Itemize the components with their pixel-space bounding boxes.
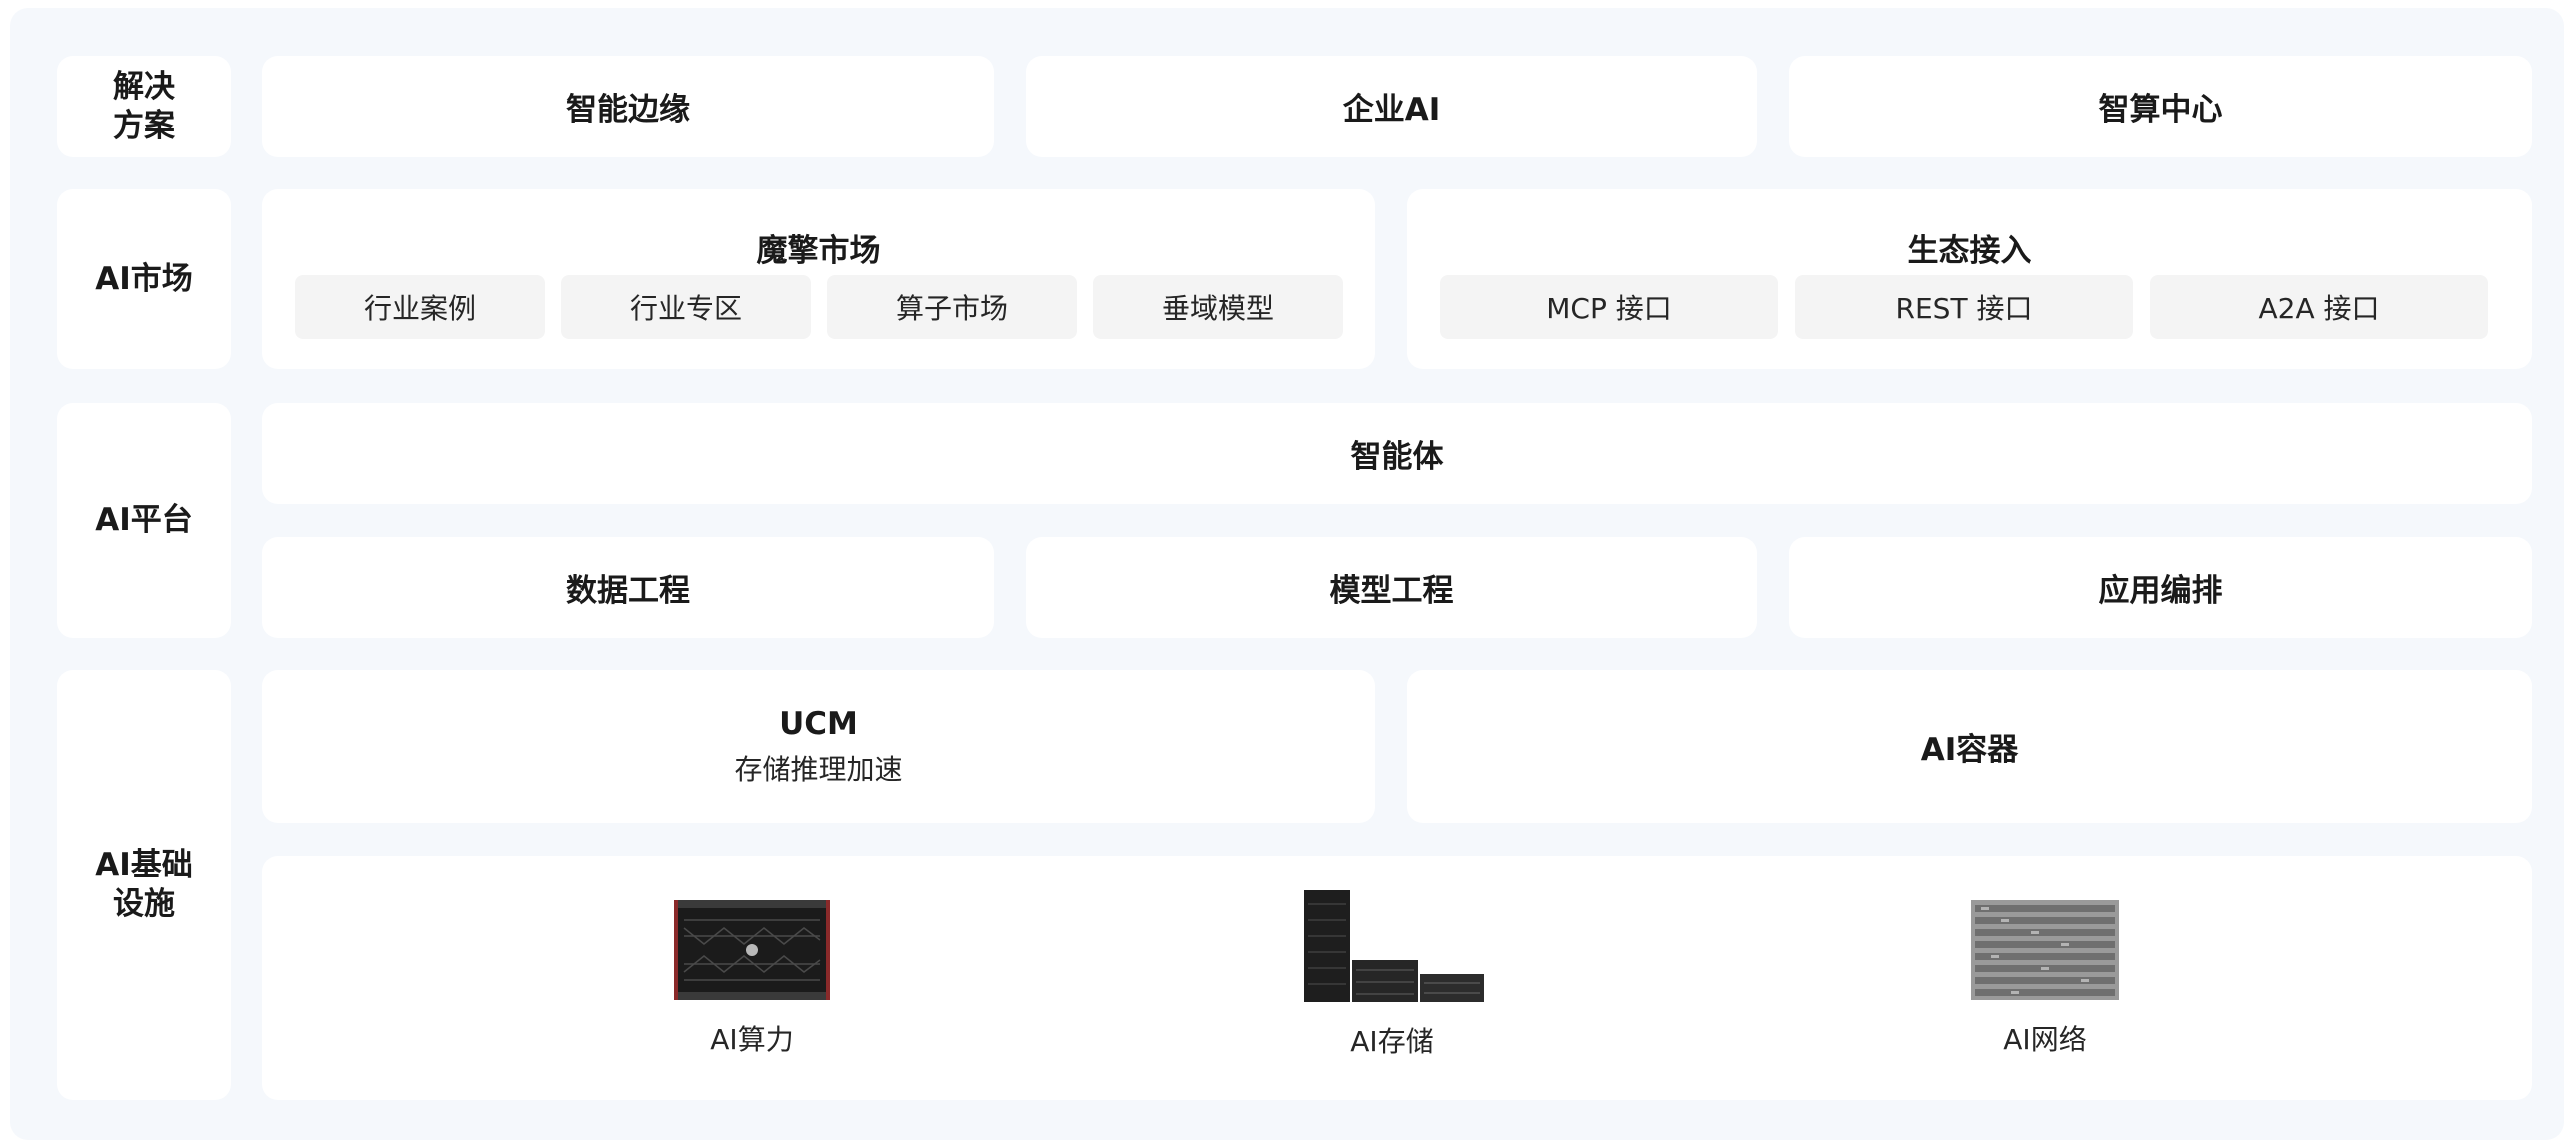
chip-industry-zone[interactable]: 行业专区 xyxy=(561,275,811,339)
solution-enterprise-ai-label: 企业AI xyxy=(1342,92,1441,128)
infra-ai-container-label: AI容器 xyxy=(1920,732,2019,768)
chip-operator-market[interactable]: 算子市场 xyxy=(827,275,1077,339)
hardware-ai-network-label: AI网络 xyxy=(2003,1023,2087,1056)
row-label-infra: AI基础 设施 xyxy=(57,670,231,1100)
solution-edge-label: 智能边缘 xyxy=(566,92,690,128)
infra-ai-container: AI容器 xyxy=(1407,670,2532,823)
infra-ucm: UCM 存储推理加速 xyxy=(262,670,1375,823)
infra-ucm-subtitle: 存储推理加速 xyxy=(734,752,903,786)
compute-server-icon xyxy=(674,900,830,1000)
solution-compute-center: 智算中心 xyxy=(1789,56,2532,157)
hardware-ai-compute-label: AI算力 xyxy=(710,1023,794,1056)
group-moqing-market-title: 魔擎市场 xyxy=(756,233,881,269)
storage-array-icon xyxy=(1304,890,1484,1002)
chip-a2a-interface[interactable]: A2A 接口 xyxy=(2150,275,2488,339)
platform-data-engineering: 数据工程 xyxy=(262,537,994,638)
hardware-ai-compute: AI算力 xyxy=(662,900,842,1058)
solution-edge: 智能边缘 xyxy=(262,56,994,157)
solution-compute-center-label: 智算中心 xyxy=(2098,92,2223,128)
network-switch-icon xyxy=(1971,900,2119,1000)
hardware-ai-storage-label: AI存储 xyxy=(1350,1025,1434,1058)
row-label-solution: 解决 方案 xyxy=(57,56,231,157)
group-moqing-market: 魔擎市场 行业案例 行业专区 算子市场 垂域模型 xyxy=(262,189,1375,369)
chip-vertical-models[interactable]: 垂域模型 xyxy=(1093,275,1343,339)
group-ecosystem-access: 生态接入 MCP 接口 REST 接口 A2A 接口 xyxy=(1407,189,2532,369)
row-label-platform: AI平台 xyxy=(57,403,231,638)
platform-model-engineering-label: 模型工程 xyxy=(1329,573,1454,609)
group-ecosystem-access-title: 生态接入 xyxy=(1907,233,2032,269)
architecture-diagram: 解决 方案 智能边缘 企业AI 智算中心 AI市场 魔擎市场 行业案例 行业专区… xyxy=(10,8,2564,1140)
platform-agent: 智能体 xyxy=(262,403,2532,504)
platform-data-engineering-label: 数据工程 xyxy=(566,573,690,609)
infra-hardware-panel: AI算力 xyxy=(262,856,2532,1100)
platform-app-orchestration: 应用编排 xyxy=(1789,537,2532,638)
platform-app-orchestration-label: 应用编排 xyxy=(2098,573,2223,609)
infra-ucm-title: UCM xyxy=(779,705,858,742)
hardware-ai-storage: AI存储 xyxy=(1292,890,1492,1060)
platform-model-engineering: 模型工程 xyxy=(1026,537,1757,638)
chip-industry-cases[interactable]: 行业案例 xyxy=(295,275,545,339)
chip-rest-interface[interactable]: REST 接口 xyxy=(1795,275,2133,339)
chip-mcp-interface[interactable]: MCP 接口 xyxy=(1440,275,1778,339)
platform-agent-label: 智能体 xyxy=(1350,439,1444,475)
solution-enterprise-ai: 企业AI xyxy=(1026,56,1757,157)
row-label-market: AI市场 xyxy=(57,189,231,369)
hardware-ai-network: AI网络 xyxy=(1965,900,2125,1058)
